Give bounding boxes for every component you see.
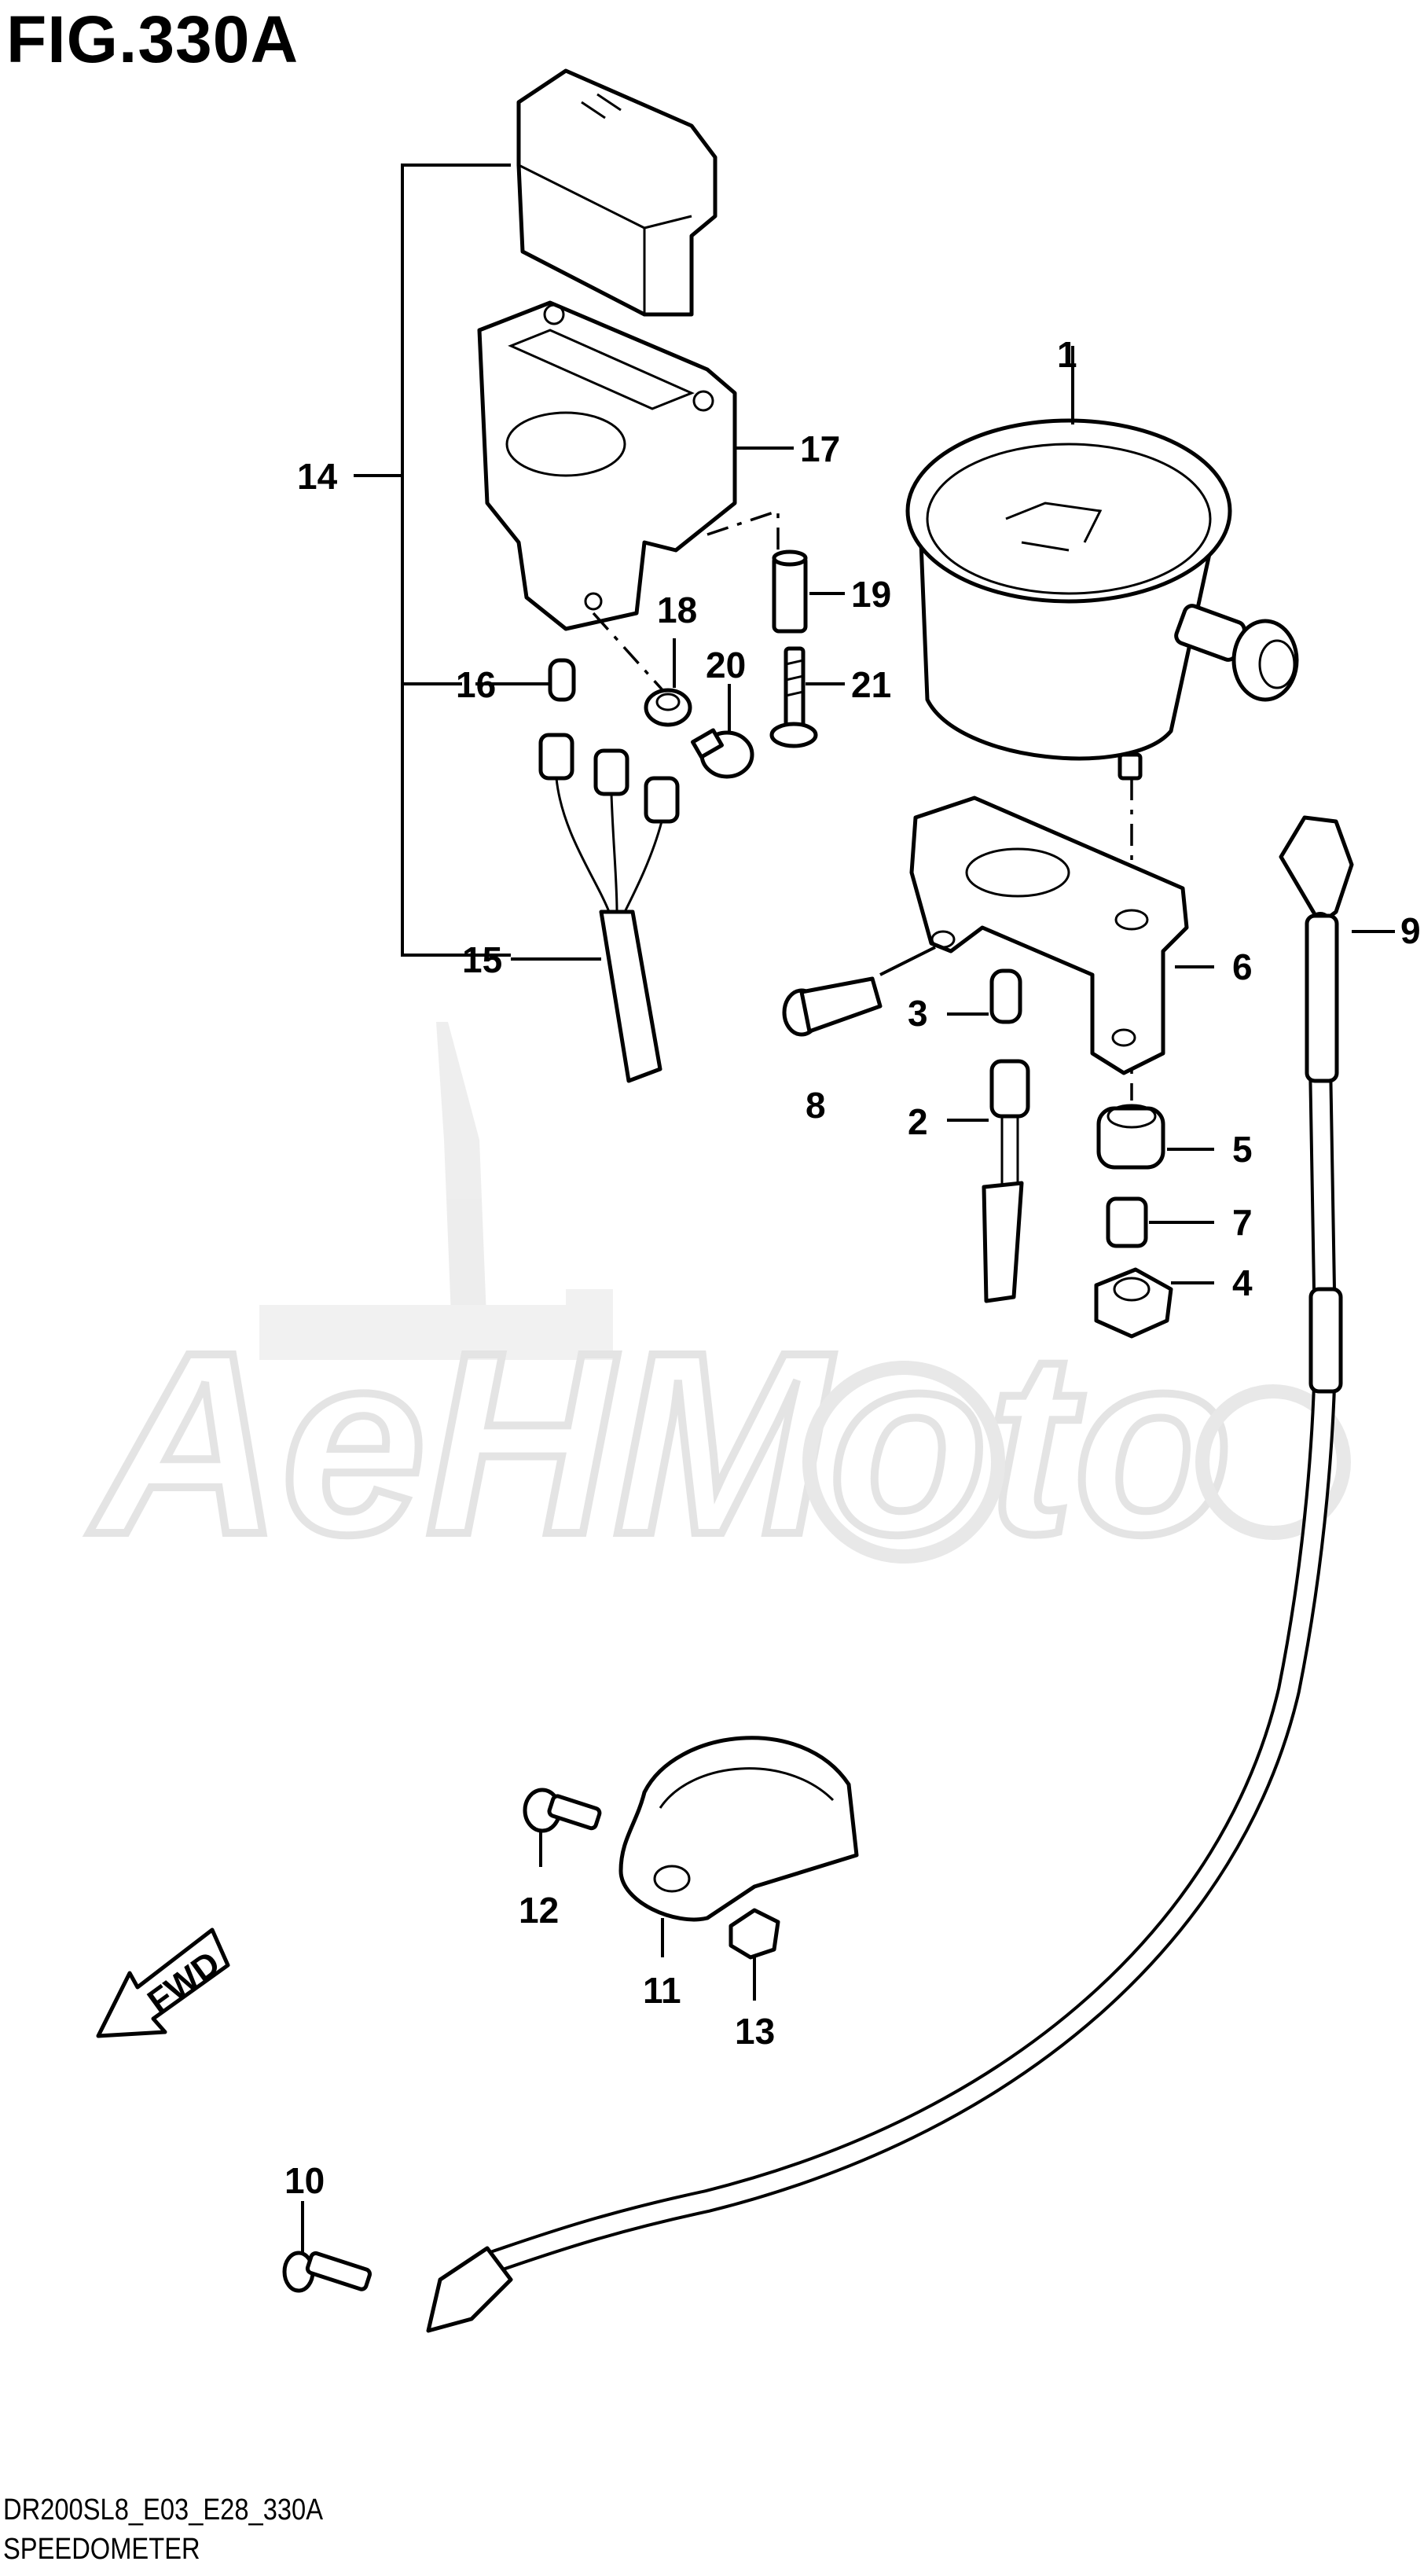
callouts: 1 2 3 4 5 6 7 8 9 10 11 12 13 14 15 16 1… — [284, 334, 1421, 2201]
nut-13 — [729, 1908, 780, 2001]
centerline-17-19 — [706, 509, 780, 550]
speedometer-cable-9 — [426, 815, 1395, 2333]
fwd-direction-marker: FWD — [96, 1927, 230, 2038]
callout-2: 2 — [908, 1101, 928, 1142]
figure-title: FIG.330A — [6, 2, 299, 76]
callout-8: 8 — [806, 1085, 826, 1126]
clamp-11 — [618, 1736, 859, 1957]
socket-2 — [947, 1059, 1030, 1303]
centerline-18 — [592, 612, 666, 693]
bulb-3 — [947, 968, 1022, 1024]
collar-19 — [772, 549, 845, 634]
screw-10 — [282, 2201, 372, 2293]
watermark: AeHMoto — [83, 1022, 1351, 1592]
grommet-18 — [644, 638, 692, 727]
nut-4 — [1094, 1267, 1214, 1339]
callout-4: 4 — [1232, 1262, 1253, 1303]
callout-7: 7 — [1232, 1202, 1253, 1243]
callout-6: 6 — [1232, 946, 1253, 987]
model-code: DR200SL8_E03_E28_330A — [3, 2493, 324, 2526]
bolt-8 — [782, 946, 936, 1037]
screw-21 — [769, 646, 845, 748]
callout-21: 21 — [851, 664, 891, 705]
callout-20: 20 — [706, 645, 746, 685]
callout-12: 12 — [519, 1890, 559, 1931]
wire-harness-15 — [538, 733, 680, 1083]
collar-7 — [1106, 1196, 1214, 1248]
meter-housing — [477, 300, 794, 631]
callout-15: 15 — [462, 939, 502, 980]
callout-1: 1 — [1057, 334, 1077, 375]
group-bracket-14 — [354, 164, 601, 961]
figure-caption: SPEEDOMETER — [3, 2533, 200, 2566]
bracket-6 — [909, 796, 1214, 1075]
callout-10: 10 — [284, 2160, 325, 2201]
callout-11: 11 — [643, 1970, 681, 2011]
callout-16: 16 — [456, 664, 496, 705]
callout-5: 5 — [1232, 1129, 1253, 1170]
bolt-12 — [523, 1788, 602, 1867]
meter-cover — [516, 68, 718, 317]
cushion-5 — [1096, 1104, 1214, 1170]
callout-13: 13 — [735, 2011, 775, 2052]
callout-14: 14 — [297, 456, 338, 497]
bulb-16 — [475, 658, 576, 702]
callout-9: 9 — [1400, 910, 1421, 951]
speedometer-1 — [905, 346, 1299, 781]
callout-18: 18 — [657, 590, 697, 630]
screw-20 — [691, 684, 754, 779]
callout-17: 17 — [800, 428, 840, 469]
callout-3: 3 — [908, 993, 928, 1034]
watermark-text: AeHMoto — [86, 1298, 1232, 1588]
callout-19: 19 — [851, 574, 891, 615]
